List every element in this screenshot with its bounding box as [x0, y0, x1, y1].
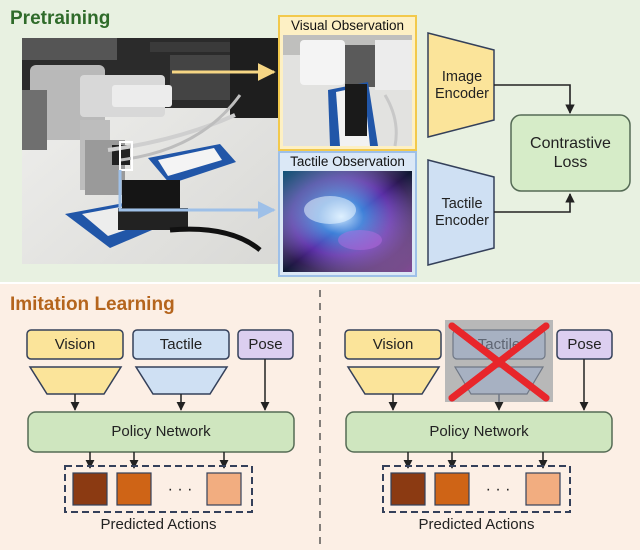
right-vision-label: Vision — [372, 335, 414, 353]
tactile-encoder-label: Tactile Encoder — [434, 195, 489, 229]
robot-photo — [22, 38, 278, 264]
left-tactile-encoder — [134, 366, 229, 395]
image-encoder-label: Image Encoder — [434, 68, 489, 102]
right-vision-encoder — [346, 366, 441, 395]
right-ellipsis: · · · — [485, 481, 511, 499]
left-action-3 — [206, 472, 242, 506]
left-tactile-label: Tactile — [159, 335, 203, 353]
photo-to-tactile-arrow — [118, 170, 276, 219]
right-action-2 — [434, 472, 470, 506]
right-tactile-label: Tactile — [477, 335, 521, 353]
left-predicted-actions-label: Predicted Actions — [100, 516, 217, 533]
right-vision-box — [344, 329, 442, 360]
tactile-encoder-to-loss-arrow — [494, 193, 575, 213]
tactile-encoder-shape — [427, 159, 495, 266]
right-pose-label: Pose — [567, 335, 602, 353]
left-vision-encoder — [28, 366, 123, 395]
right-predicted-actions-label: Predicted Actions — [418, 516, 535, 533]
right-action-3 — [525, 472, 561, 506]
tactile-observation-label: Tactile Observation — [290, 154, 405, 169]
visual-observation-label: Visual Observation — [290, 18, 405, 33]
right-action-1 — [390, 472, 426, 506]
left-vision-box — [26, 329, 124, 360]
left-vision-label: Vision — [54, 335, 96, 353]
left-tactile-box — [132, 329, 230, 360]
contrastive-loss-label: Contrastive Loss — [530, 134, 611, 171]
left-action-2 — [116, 472, 152, 506]
pretraining-title: Pretraining — [10, 8, 111, 29]
left-ellipsis: · · · — [167, 481, 193, 499]
left-pose-label: Pose — [248, 335, 283, 353]
image-encoder-to-loss-arrow — [494, 84, 575, 114]
contrastive-loss-box — [510, 114, 631, 192]
right-actions-frame — [382, 465, 571, 513]
visual-observation-image — [283, 35, 412, 147]
right-policy-box — [345, 411, 613, 453]
left-policy-box — [27, 411, 295, 453]
left-action-1 — [72, 472, 108, 506]
left-actions-frame — [64, 465, 253, 513]
left-policy-label: Policy Network — [111, 423, 211, 440]
right-policy-label: Policy Network — [429, 423, 529, 440]
image-encoder-shape — [427, 32, 495, 138]
imitation-title: Imitation Learning — [10, 294, 175, 315]
tactile-observation-image — [283, 171, 412, 272]
